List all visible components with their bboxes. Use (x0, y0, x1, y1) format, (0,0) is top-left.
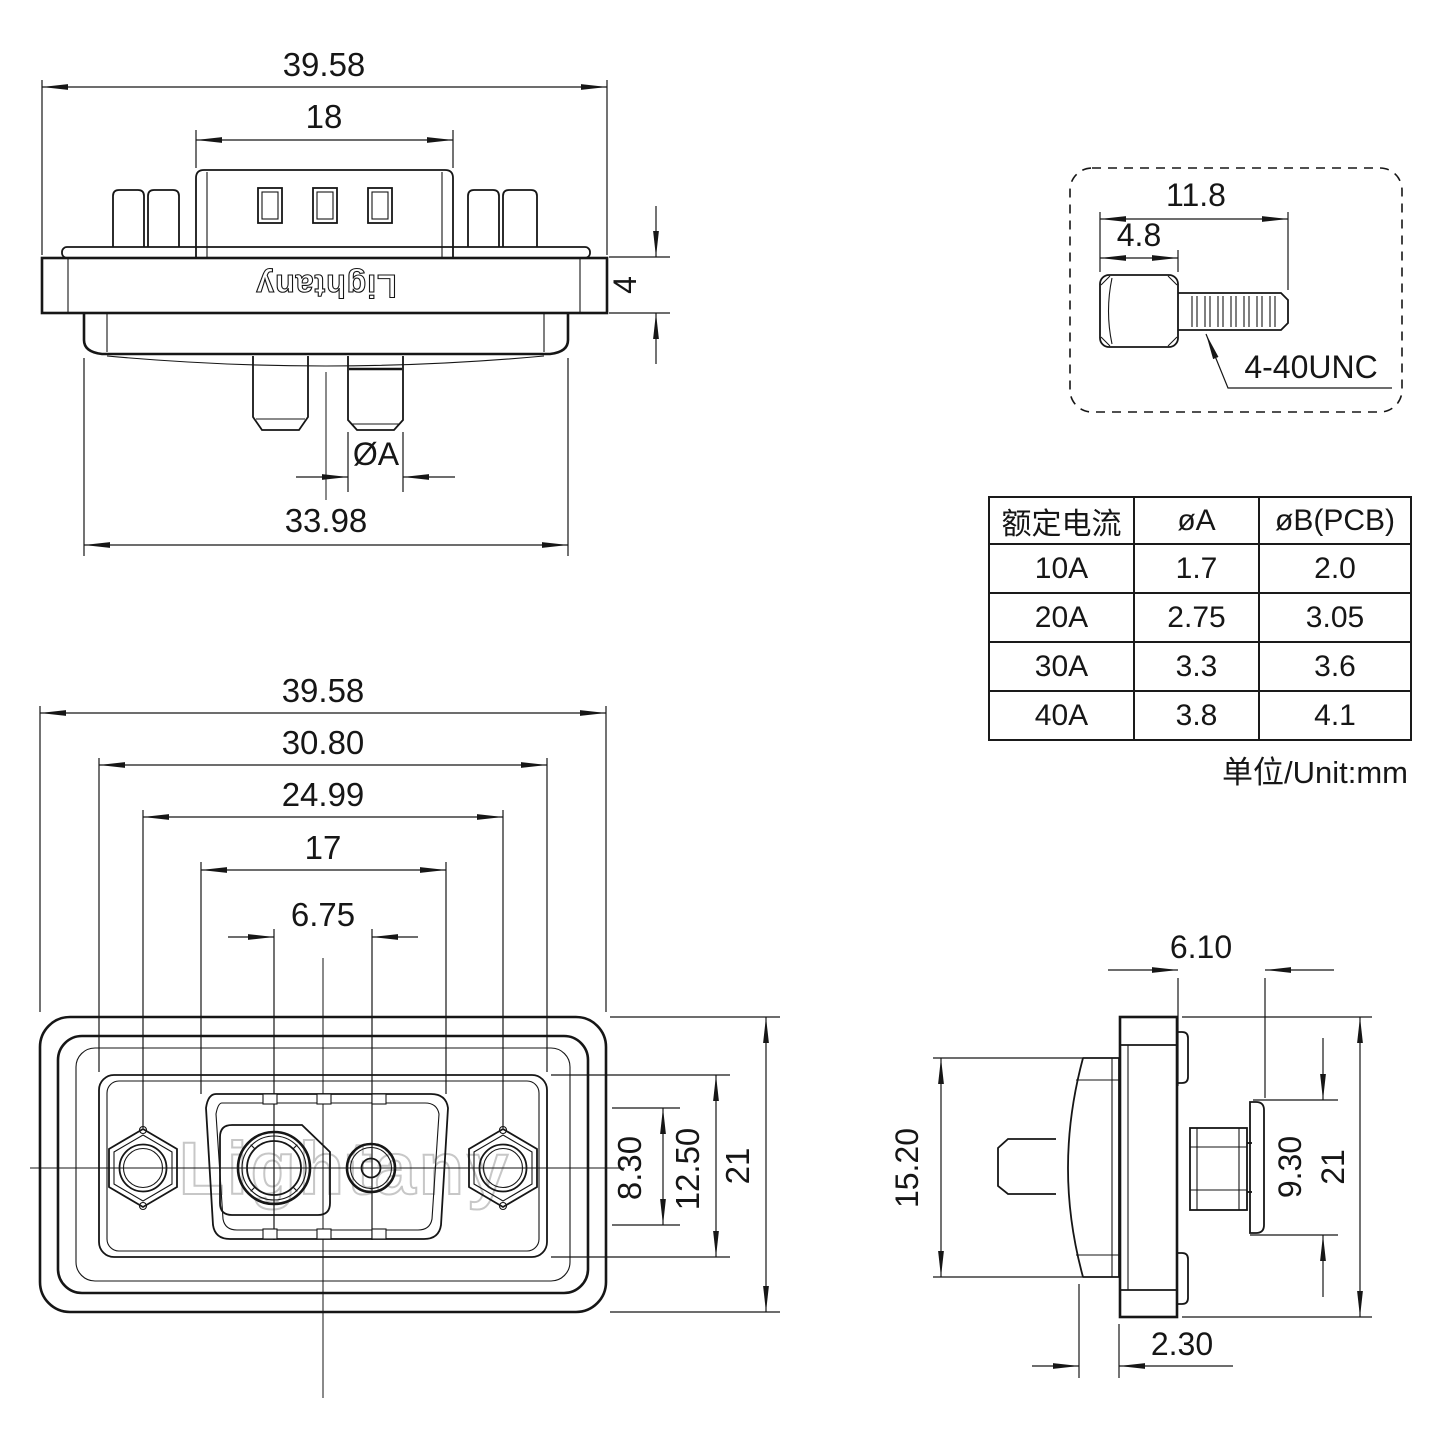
flange: Lightany (40, 256, 609, 315)
side-view: 6.10 (889, 929, 1372, 1378)
unit-note: 单位/Unit:mm (1222, 755, 1408, 790)
dim-screw-length: 11.8 (1099, 177, 1289, 290)
dim-front-cavity-width: 17 (200, 829, 447, 1094)
jackscrew-studs (112, 189, 538, 247)
cell-dia-b: 4.1 (1258, 690, 1412, 741)
hex-nut-left (108, 1125, 178, 1211)
dim-label: 18 (306, 98, 343, 135)
side-contact-pin (997, 1138, 1056, 1195)
dim-top-overall-width: 39.58 (41, 46, 608, 255)
table-header-row: 额定电流 øA øB(PCB) (988, 496, 1412, 545)
dim-label: 9.30 (1272, 1136, 1308, 1198)
d-cavity (205, 1093, 449, 1240)
dim-flange-thickness: 4 (607, 206, 670, 364)
power-pin (252, 356, 309, 431)
dim-side-front-height: 15.20 (889, 1057, 1082, 1278)
dim-label: 39.58 (282, 672, 365, 709)
cell-current: 10A (988, 543, 1135, 594)
cell-dia-a: 1.7 (1133, 543, 1260, 594)
dim-front-panel-width: 30.80 (98, 724, 548, 1072)
power-contact-insert (219, 1124, 331, 1216)
dim-pin-diameter: ØA (296, 432, 455, 492)
cell-dia-a: 3.3 (1133, 641, 1260, 692)
dim-front-opening-height: 8.30 (611, 1107, 680, 1226)
dim-label: 4.8 (1117, 217, 1161, 253)
dim-label: 30.80 (282, 724, 365, 761)
table-row: 30A 3.3 3.6 (988, 641, 1412, 692)
top-view: 39.58 18 4 (40, 46, 670, 556)
screw-detail: 11.8 4.8 (1069, 167, 1403, 413)
dim-front-overall-width: 39.58 (39, 672, 607, 1012)
cell-current: 40A (988, 690, 1135, 741)
dim-label: 4 (607, 276, 643, 294)
connector-body (38, 1015, 608, 1314)
cell-current: 20A (988, 592, 1135, 643)
screw-thread (1178, 292, 1289, 331)
detail-box (1069, 167, 1403, 413)
dim-front-overall-height: 21 (610, 1016, 780, 1313)
side-rear-plate (1249, 1101, 1265, 1234)
dim-label: 12.50 (669, 1128, 706, 1211)
dim-label: 15.20 (889, 1128, 925, 1208)
dim-label: ØA (353, 436, 400, 472)
cell-dia-a: 3.8 (1133, 690, 1260, 741)
front-view: Lightany 39.58 30.80 24.99 17 (30, 672, 780, 1398)
insert-slot (367, 187, 393, 224)
dim-screw-head-length: 4.8 (1100, 217, 1179, 272)
dim-side-rear-height: 9.30 (1250, 1038, 1338, 1297)
dim-front-insert-height: 12.50 (551, 1074, 730, 1258)
dim-label: 6.10 (1170, 929, 1232, 965)
lower-shell (82, 313, 570, 367)
signal-pin (347, 356, 404, 431)
side-flange (1118, 1015, 1189, 1319)
polarization-notches (262, 1093, 387, 1240)
connector-insert (195, 169, 454, 258)
hex-nut-right (468, 1125, 538, 1211)
dim-label: 24.99 (282, 776, 365, 813)
cell-current: 30A (988, 641, 1135, 692)
dim-label: 11.8 (1166, 177, 1226, 213)
col-header-rated-current: 额定电流 (988, 496, 1135, 545)
cell-dia-a: 2.75 (1133, 592, 1260, 643)
table-row: 10A 1.7 2.0 (988, 543, 1412, 594)
brand-logo: Lightany (255, 268, 396, 304)
insert-slot (257, 187, 283, 224)
dim-label: 39.58 (283, 46, 366, 83)
dim-label: 6.75 (291, 896, 355, 933)
col-header-dia-b-pcb: øB(PCB) (1258, 496, 1412, 545)
col-header-dia-a: øA (1133, 496, 1260, 545)
signal-contact (345, 1142, 397, 1194)
dim-side-rear-depth: 6.10 (1108, 929, 1334, 1098)
dim-label: 17 (305, 829, 342, 866)
table-row: 20A 2.75 3.05 (988, 592, 1412, 643)
thread-lines (1191, 296, 1276, 327)
side-insulator (1067, 1057, 1120, 1278)
side-rear-nut (1189, 1127, 1252, 1211)
thread-label: 4-40UNC (1244, 349, 1377, 385)
dim-label: 33.98 (285, 502, 368, 539)
dim-label: 21 (1315, 1149, 1351, 1185)
cell-dia-b: 2.0 (1258, 543, 1412, 594)
screw-head (1099, 274, 1179, 348)
dim-label: 2.30 (1151, 1326, 1213, 1362)
power-contact (236, 1130, 312, 1206)
flange-lip (61, 246, 591, 259)
spec-table: 额定电流 øA øB(PCB) 10A 1.7 2.0 20A 2.75 3.0… (988, 496, 1412, 741)
dim-top-body-width: 33.98 (83, 358, 569, 556)
dim-top-insert-width: 18 (195, 98, 454, 168)
dim-side-front-offset: 2.30 (1032, 1284, 1233, 1378)
cell-dia-b: 3.05 (1258, 592, 1412, 643)
table-row: 40A 3.8 4.1 (988, 690, 1412, 741)
insert-slot (312, 187, 338, 224)
thread-callout: 4-40UNC (1205, 333, 1392, 389)
cell-dia-b: 3.6 (1258, 641, 1412, 692)
dim-label: 8.30 (611, 1136, 648, 1200)
dim-side-overall-height: 21 (1182, 1016, 1372, 1318)
dim-label: 21 (719, 1148, 756, 1185)
